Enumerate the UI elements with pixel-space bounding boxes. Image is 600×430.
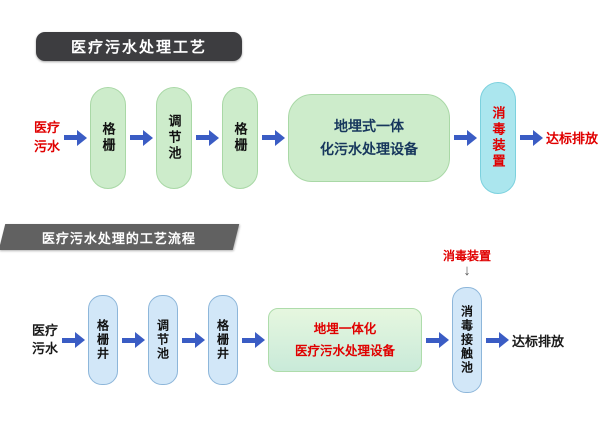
flow1-step-regulating-tank-pill: 调节池 [156, 86, 193, 189]
flow2-step-grid-well2-pill: 格栅井 [208, 295, 239, 385]
flow-diagram-2: 医疗 污水 格栅井 调节池 格栅井 地埋一体化 医疗污水处理设备 消毒装置 ↓ … [32, 249, 565, 394]
flow1-step-regulating-tank-label: 调节池 [166, 113, 182, 162]
flow2-main-treatment-unit: 地埋一体化 医疗污水处理设备 [268, 308, 423, 372]
flow2-disinfection-annotation: 消毒装置 [443, 249, 492, 263]
flow1-step-grid-label: 格栅 [100, 121, 116, 154]
arrow-right-icon [241, 332, 266, 348]
flow1-disinfection-device-pill: 消毒装置 [480, 81, 517, 194]
flow2-step-grid-well-label: 格栅井 [95, 319, 110, 361]
flow1-discharge-label: 达标排放 [546, 131, 599, 146]
flow2-step-regulating-tank-pill: 调节池 [148, 295, 179, 385]
arrow-right-icon [453, 129, 478, 146]
section1-title: 医疗污水处理工艺 [70, 40, 207, 56]
arrow-right-icon [425, 332, 450, 348]
section1-title-banner: 医疗污水处理工艺 [36, 32, 242, 61]
flow-diagram-1: 医疗 污水 格栅 调节池 格栅 地埋式一体 化污水处理设备 消毒装置 达标排放 [34, 80, 598, 195]
flow2-source-label: 医疗 污水 [32, 322, 59, 356]
arrow-down-icon: ↓ [463, 262, 471, 279]
arrow-right-icon [519, 129, 544, 146]
arrow-right-icon [61, 332, 86, 348]
flow2-discharge-label: 达标排放 [512, 333, 565, 349]
arrow-right-icon [195, 129, 220, 146]
section2-title: 医疗污水处理的工艺流程 [41, 230, 196, 246]
flow1-step-grid2-label: 格栅 [232, 121, 248, 154]
arrow-right-icon [485, 332, 510, 348]
flow1-main-treatment-unit: 地埋式一体 化污水处理设备 [288, 93, 451, 182]
flow1-step-grid-pill: 格栅 [90, 86, 127, 189]
flow1-disinfection-device-label: 消毒装置 [490, 105, 506, 170]
flow2-contact-tank-pill: 消毒接触池 [452, 287, 483, 393]
flow2-step-grid-well2-label: 格栅井 [215, 319, 230, 361]
arrow-right-icon [63, 129, 88, 146]
arrow-right-icon [181, 332, 206, 348]
arrow-right-icon [121, 332, 146, 348]
flow1-source-label: 医疗 污水 [34, 120, 61, 154]
flow2-step-regulating-tank-label: 调节池 [155, 319, 170, 361]
flow2-step-grid-well-pill: 格栅井 [88, 295, 119, 385]
flow1-step-grid2-pill: 格栅 [222, 86, 259, 189]
flow2-contact-tank-group: 消毒装置 ↓ 消毒接触池 [443, 249, 491, 393]
arrow-right-icon [129, 129, 154, 146]
arrow-right-icon [261, 129, 286, 146]
flow2-contact-tank-label: 消毒接触池 [459, 305, 474, 375]
section2-title-banner: 医疗污水处理的工艺流程 [0, 224, 240, 250]
